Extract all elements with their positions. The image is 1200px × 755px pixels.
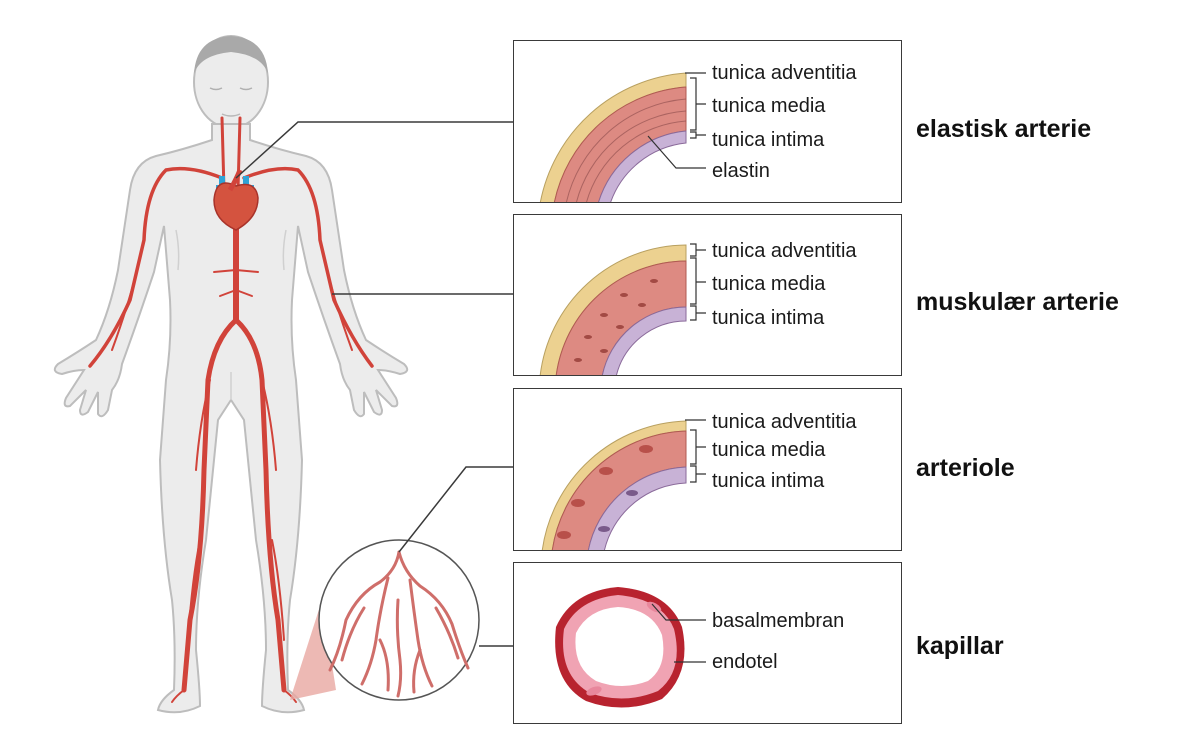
label-tunica-intima: tunica intima (712, 129, 825, 151)
panel-arteriole (513, 388, 902, 551)
title-arteriole: arteriole (916, 454, 1015, 482)
arteriole-cross-section (541, 420, 687, 550)
panel-capillary (513, 562, 902, 724)
label-tunica-intima: tunica intima (712, 470, 825, 492)
head (193, 35, 269, 129)
panel-muscular-artery (513, 214, 902, 376)
label-basalmembran: basalmembran (712, 610, 845, 632)
connector-lines (235, 121, 513, 647)
panel-elastic-artery (513, 40, 902, 203)
muscular-artery-cross-section (539, 244, 687, 375)
label-elastin: elastin (712, 160, 770, 182)
label-tunica-intima: tunica intima (712, 307, 825, 329)
label-tunica-adventitia: tunica adventitia (712, 240, 857, 262)
human-body-illustration (53, 35, 513, 714)
heart (213, 169, 259, 231)
label-tunica-media: tunica media (712, 439, 826, 461)
capillary-magnifier (290, 539, 480, 701)
label-tunica-media: tunica media (712, 95, 826, 117)
label-tunica-media: tunica media (712, 273, 826, 295)
label-tunica-adventitia: tunica adventitia (712, 411, 857, 433)
label-endotel: endotel (712, 651, 778, 673)
title-capillary: kapillar (916, 632, 1004, 660)
label-tunica-adventitia: tunica adventitia (712, 62, 857, 84)
body-silhouette (53, 123, 409, 714)
title-muscular-artery: muskulær arterie (916, 288, 1119, 316)
title-elastic-artery: elastisk arterie (916, 115, 1092, 143)
capillary-cross-section (555, 587, 685, 708)
